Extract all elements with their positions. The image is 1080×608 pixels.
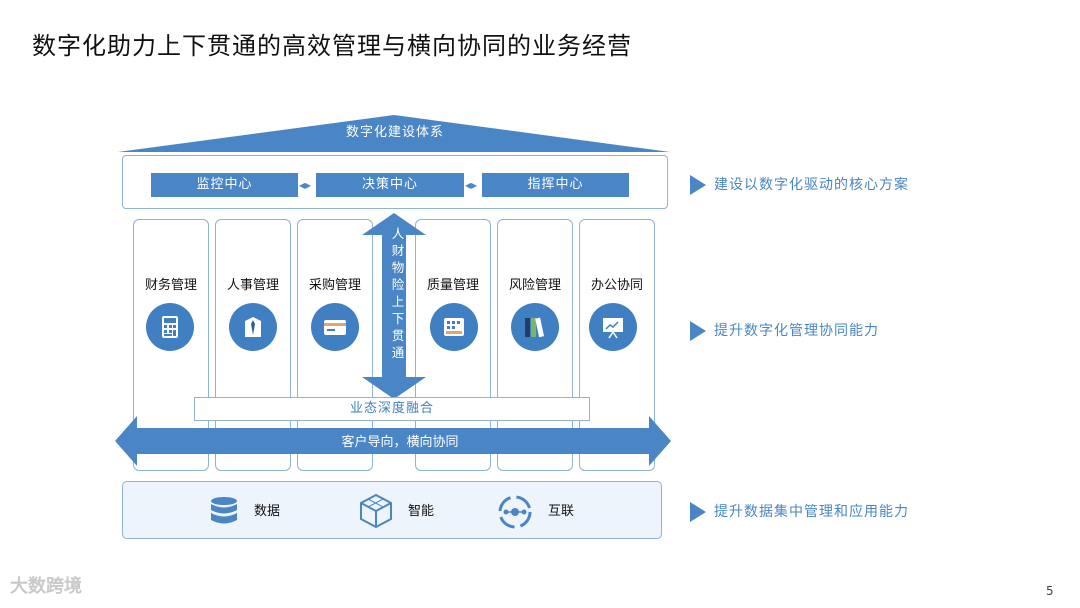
side-note-3: 提升数据集中管理和应用能力 — [690, 501, 909, 522]
database-icon — [211, 497, 237, 524]
presentation-icon — [589, 303, 637, 351]
vertical-double-arrow — [362, 213, 426, 399]
column-label: 质量管理 — [426, 278, 479, 293]
suit-tie-icon — [229, 303, 277, 351]
side-note-text: 提升数据集中管理和应用能力 — [714, 504, 909, 520]
triangle-icon — [690, 321, 706, 341]
double-arrow-icon: ◂▸ — [299, 178, 312, 192]
horizontal-double-arrow — [115, 416, 671, 466]
calculator-icon — [146, 303, 194, 351]
side-note-2: 提升数字化管理协同能力 — [690, 320, 879, 341]
column-label: 财务管理 — [144, 278, 197, 293]
roof-shape — [118, 115, 670, 152]
roof-label: 数字化建设体系 — [345, 125, 444, 140]
decision-center: 决策中心 — [316, 173, 464, 197]
side-note-text: 提升数字化管理协同能力 — [714, 323, 879, 339]
watermark-logo: 大数跨境 — [10, 576, 82, 597]
base-label-interconnect: 互联 — [548, 504, 575, 519]
dashboard-icon — [430, 303, 478, 351]
vertical-arrow-label: 人财物险上下贯通 — [391, 226, 405, 360]
binders-icon — [511, 303, 559, 351]
command-center: 指挥中心 — [482, 173, 629, 197]
side-note-text: 建设以数字化驱动的核心方案 — [714, 177, 909, 193]
column-label: 采购管理 — [308, 278, 361, 293]
fusion-bar: 业态深度融合 — [194, 397, 590, 421]
triangle-icon — [690, 502, 706, 522]
horizontal-arrow-label: 客户导向，横向协同 — [341, 435, 459, 450]
column-label: 人事管理 — [226, 278, 279, 293]
foundation-panel — [122, 481, 662, 539]
column-label: 风险管理 — [508, 278, 561, 293]
network-icon — [498, 495, 532, 529]
base-label-intelligence: 智能 — [408, 504, 435, 519]
cube-icon — [360, 494, 392, 528]
page-number: 5 — [1046, 584, 1054, 598]
triangle-icon — [690, 175, 706, 195]
base-label-data: 数据 — [254, 504, 281, 519]
column-label: 办公协同 — [590, 278, 643, 293]
double-arrow-icon: ◂▸ — [465, 178, 478, 192]
page-title: 数字化助力上下贯通的高效管理与横向协同的业务经营 — [32, 32, 632, 60]
monitor-center: 监控中心 — [151, 173, 298, 197]
side-note-1: 建设以数字化驱动的核心方案 — [690, 174, 909, 195]
card-icon — [311, 303, 359, 351]
